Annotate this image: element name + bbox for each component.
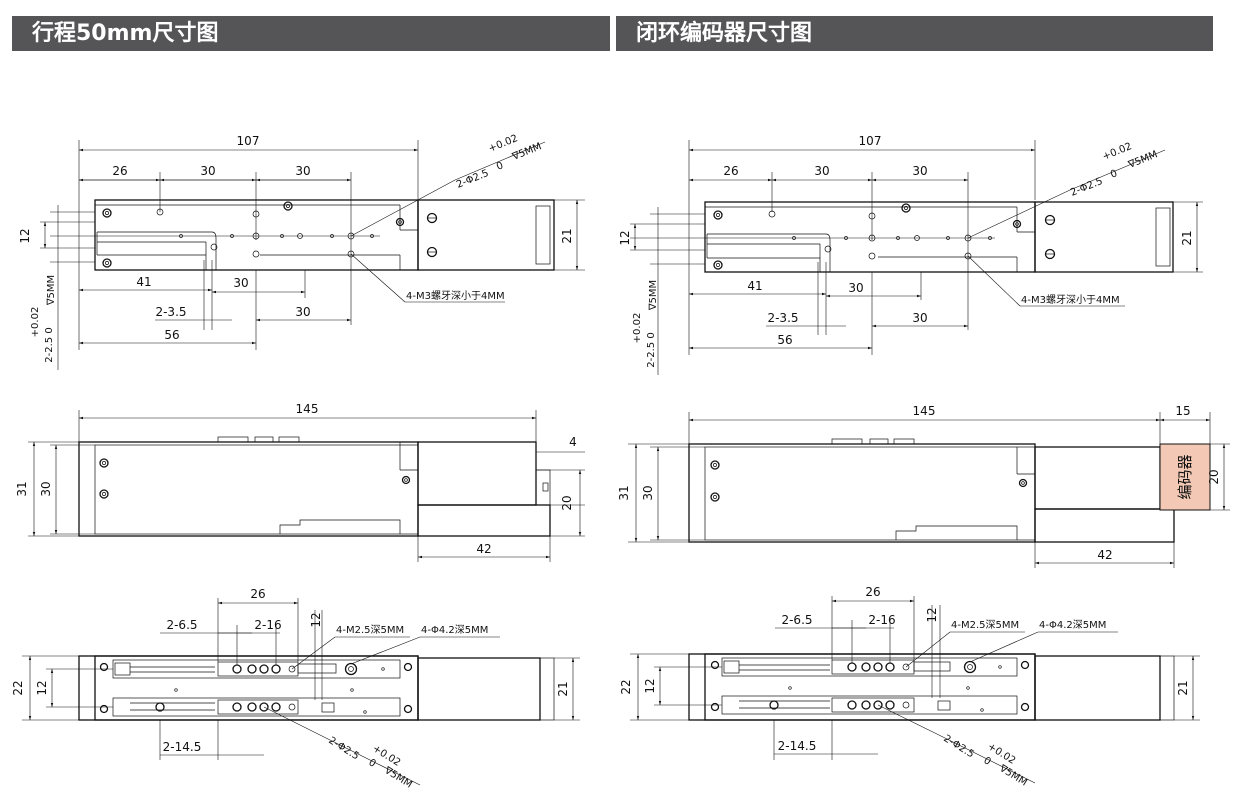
dim-42: 42	[476, 542, 491, 556]
phi42-note-r: 4-Φ4.2深5MM	[1039, 619, 1106, 631]
dim-21-r: 21	[1180, 230, 1194, 245]
hole-tol-zero: 0	[495, 160, 505, 173]
dim-56: 56	[164, 328, 179, 342]
dim-2-14-5-r: 2-14.5	[778, 739, 817, 753]
dim-145-r: 145	[913, 404, 936, 418]
hole-tol-zero-b: 0	[366, 757, 377, 770]
dim-22-r: 22	[619, 679, 633, 694]
hole-note-r-b: 2-Φ2.5	[941, 733, 975, 760]
right-section-title: 闭环编码器尺寸图	[616, 16, 1213, 51]
hole-depth-r-b: ∇5MM	[997, 763, 1029, 789]
dim-12-r-d: 12	[643, 678, 657, 693]
encoder-label: 编码器	[1176, 454, 1194, 499]
m3-note-r: 4-M3螺牙深小于4MM	[1021, 294, 1120, 306]
dim-107: 107	[237, 134, 260, 148]
right-bottom-view: 26 2-6.5 2-16 12 4-M2.5深5MM 4-Φ4.2深5MM 2…	[619, 585, 1200, 789]
dim-30-r-c: 30	[848, 281, 863, 295]
dim-31: 31	[15, 481, 29, 496]
dim-4: 4	[569, 435, 577, 449]
side-depth-note-r: ∇5MM	[648, 280, 659, 311]
dim-56-r: 56	[777, 333, 792, 347]
left-side-view: 145 31 30 4 20 42	[15, 402, 585, 562]
dim-26-b: 26	[250, 587, 265, 601]
dim-42-r: 42	[1097, 548, 1112, 562]
dim-30-c: 30	[233, 276, 248, 290]
dim-30-a: 30	[200, 164, 215, 178]
dim-12: 12	[18, 228, 32, 243]
dim-30-r-side: 30	[641, 485, 655, 500]
dim-26-r: 26	[723, 164, 738, 178]
dim-31-r: 31	[617, 485, 631, 500]
hole-depth-r: ∇5MM	[1126, 149, 1159, 171]
dim-41: 41	[136, 275, 151, 289]
dim-41-r: 41	[747, 279, 762, 293]
dim-21-b: 21	[556, 681, 570, 696]
m25-note-r: 4-M2.5深5MM	[951, 619, 1019, 631]
dim-26-r-b: 26	[865, 585, 880, 599]
dim-15: 15	[1175, 404, 1190, 418]
hole-tol-zero-r-b: 0	[981, 755, 992, 768]
hole-tol-plus-r-b: +0.02	[985, 741, 1017, 767]
dim-2-6-5: 2-6.5	[166, 618, 197, 632]
side-hole-note: 2-2.5 0	[44, 327, 55, 362]
dim-2-3-5: 2-3.5	[155, 305, 186, 319]
dim-21-r-b: 21	[1176, 680, 1190, 695]
dim-26: 26	[112, 164, 127, 178]
side-depth-note: ∇5MM	[46, 275, 57, 306]
dim-12-c: 12	[309, 612, 323, 627]
phi42-note: 4-Φ4.2深5MM	[421, 624, 488, 636]
hole-tol-plus-b: +0.02	[370, 743, 402, 769]
dim-30-side: 30	[39, 481, 53, 496]
dim-22: 22	[11, 680, 25, 695]
hole-note-b: 2-Φ2.5	[326, 735, 360, 762]
hole-note: 2-Φ2.5	[455, 168, 490, 191]
dim-2-3-5-r: 2-3.5	[767, 311, 798, 325]
dim-12-r: 12	[618, 230, 632, 245]
dim-30-r-b: 30	[912, 164, 927, 178]
dim-30-r-a: 30	[814, 164, 829, 178]
side-tol-note-r: +0.02	[632, 313, 643, 344]
dim-12-d: 12	[35, 680, 49, 695]
m3-note: 4-M3螺牙深小于4MM	[406, 290, 505, 302]
dim-20: 20	[560, 495, 574, 510]
left-section-title: 行程50mm尺寸图	[12, 16, 610, 51]
hole-depth-b: ∇5MM	[382, 765, 414, 791]
dim-107-r: 107	[859, 134, 882, 148]
dim-2-16: 2-16	[254, 618, 281, 632]
dim-21: 21	[560, 228, 574, 243]
right-side-view: 145 15 编码器 20 31 30 42	[617, 404, 1230, 568]
left-top-view: 107 26 30 30	[18, 133, 585, 370]
m25-note: 4-M2.5深5MM	[336, 624, 404, 636]
left-bottom-view: 26 2-6.5 2-16 12 4-M2.5深5MM 4-Φ4.2深5MM 2…	[11, 587, 580, 791]
dim-12-r-c: 12	[925, 607, 939, 622]
dim-145: 145	[296, 402, 319, 416]
hole-tol-zero-r: 0	[1109, 168, 1119, 181]
dim-30-r-d: 30	[912, 311, 927, 325]
side-hole-note-r: 2-2.5 0	[646, 332, 657, 367]
dim-20-r: 20	[1207, 469, 1221, 484]
dim-2-6-5-r: 2-6.5	[781, 613, 812, 627]
dim-30-d: 30	[295, 305, 310, 319]
dim-2-16-r: 2-16	[868, 613, 895, 627]
right-top-view: 107 26 30 30	[618, 134, 1203, 375]
dim-30-b: 30	[295, 164, 310, 178]
hole-note-r: 2-Φ2.5	[1069, 176, 1104, 199]
side-tol-note: +0.02	[30, 307, 41, 338]
dim-2-14-5: 2-14.5	[163, 740, 202, 754]
